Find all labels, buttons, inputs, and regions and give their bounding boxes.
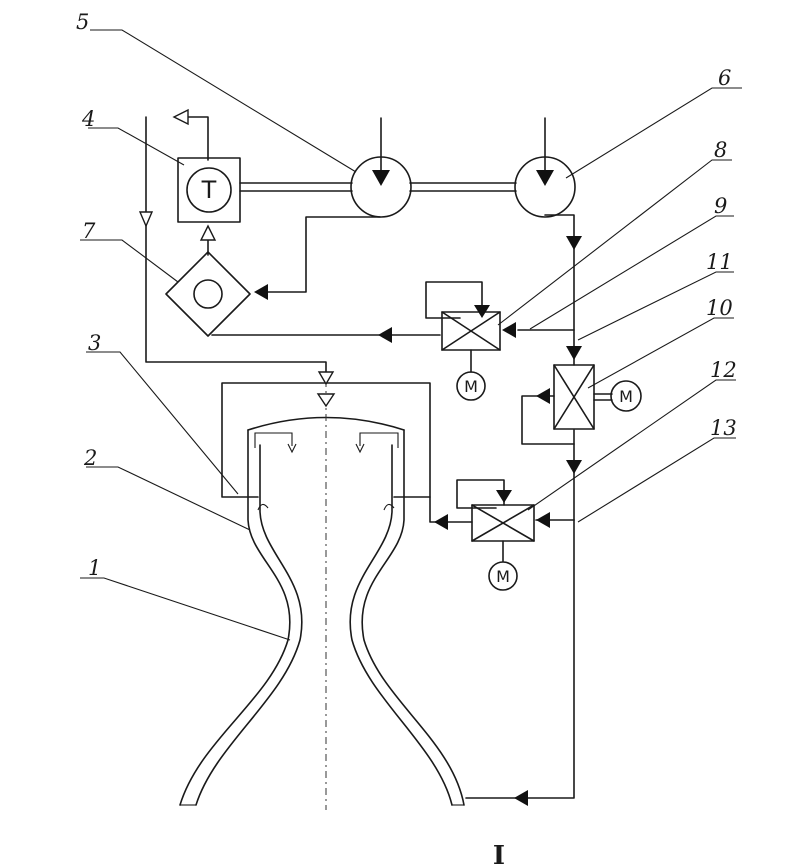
label-9: 9 <box>714 194 727 218</box>
label-13: 13 <box>710 416 737 440</box>
flow-arrows <box>140 110 582 806</box>
label-11: 11 <box>706 250 733 274</box>
label-4: 4 <box>81 107 95 131</box>
label-6: 6 <box>718 66 731 90</box>
motor-symbol: M <box>464 377 478 396</box>
label-3: 3 <box>88 331 101 355</box>
label-10: 10 <box>706 296 733 320</box>
pump-5 <box>351 118 411 217</box>
motor-symbol: M <box>619 387 633 406</box>
pipe-network <box>146 117 574 798</box>
valve-8: M <box>442 312 500 400</box>
label-2: 2 <box>83 446 97 470</box>
figure-mark: I <box>493 841 505 867</box>
valve-12: M <box>472 505 534 590</box>
valve-10: M <box>554 365 641 429</box>
label-12: 12 <box>710 358 737 382</box>
turbine-symbol: T <box>201 176 217 204</box>
label-8: 8 <box>714 138 727 162</box>
motor-symbol: M <box>496 567 510 586</box>
label-1: 1 <box>88 556 101 580</box>
gas-generator <box>166 252 250 336</box>
pump-6 <box>515 118 575 217</box>
turbine-unit: T <box>178 158 240 222</box>
label-5: 5 <box>76 10 89 34</box>
label-7: 7 <box>82 219 96 243</box>
